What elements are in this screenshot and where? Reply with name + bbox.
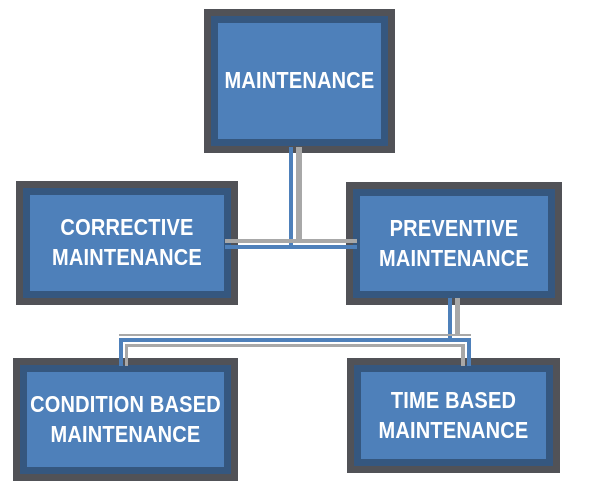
node-maintenance-label-line1: MAINTENANCE xyxy=(224,68,375,94)
connector-corrective-preventive-blue xyxy=(225,245,357,249)
node-time-based-maintenance-label: TIME BASED MAINTENANCE xyxy=(379,386,529,446)
node-preventive-maintenance-label: PREVENTIVE MAINTENANCE xyxy=(379,214,529,274)
node-time-based-maintenance: TIME BASED MAINTENANCE xyxy=(347,358,560,473)
node-corrective-maintenance-body: CORRECTIVE MAINTENANCE xyxy=(23,188,231,298)
node-condition-based-maintenance-body: CONDITION BASED MAINTENANCE xyxy=(20,365,231,474)
node-maintenance: MAINTENANCE xyxy=(204,9,395,153)
node-preventive-maintenance: PREVENTIVE MAINTENANCE xyxy=(346,182,562,305)
node-corrective-maintenance-label: CORRECTIVE MAINTENANCE xyxy=(52,213,202,273)
connector-maintenance-down-gray xyxy=(296,147,302,243)
node-maintenance-body: MAINTENANCE xyxy=(211,16,388,146)
connector-maintenance-down-blue xyxy=(289,147,293,249)
node-corrective-maintenance: CORRECTIVE MAINTENANCE xyxy=(16,181,238,305)
connector-corrective-preventive-gray xyxy=(225,239,357,243)
node-corrective-maintenance-label-line1: CORRECTIVE xyxy=(60,215,194,241)
connector-time-drop-blue xyxy=(467,338,471,366)
connector-preventive-down-blue xyxy=(448,298,452,342)
node-time-based-maintenance-body: TIME BASED MAINTENANCE xyxy=(354,365,553,466)
connector-time-drop-gray xyxy=(461,344,465,366)
node-corrective-maintenance-label-line2: MAINTENANCE xyxy=(52,245,202,271)
node-condition-based-maintenance-label-line2: MAINTENANCE xyxy=(50,421,201,448)
connector-condition-drop-gray xyxy=(125,344,128,366)
node-condition-based-maintenance-label: CONDITION BASED MAINTENANCE xyxy=(30,390,221,450)
connector-preventive-down-gray xyxy=(455,298,460,336)
connector-branch-blue xyxy=(119,338,471,342)
node-preventive-maintenance-label-line1: PREVENTIVE xyxy=(389,215,519,242)
connector-branch-bottom-gray xyxy=(127,344,464,347)
node-condition-based-maintenance: CONDITION BASED MAINTENANCE xyxy=(13,358,238,481)
node-preventive-maintenance-label-line2: MAINTENANCE xyxy=(379,245,529,272)
connector-condition-drop-blue xyxy=(119,338,123,366)
connector-branch-top-gray xyxy=(119,334,471,336)
node-maintenance-label: MAINTENANCE xyxy=(225,66,375,96)
node-time-based-maintenance-label-line2: MAINTENANCE xyxy=(378,417,529,444)
node-preventive-maintenance-body: PREVENTIVE MAINTENANCE xyxy=(353,189,555,298)
node-time-based-maintenance-label-line1: TIME BASED xyxy=(390,387,517,414)
node-condition-based-maintenance-label-line1: CONDITION BASED xyxy=(30,391,221,418)
